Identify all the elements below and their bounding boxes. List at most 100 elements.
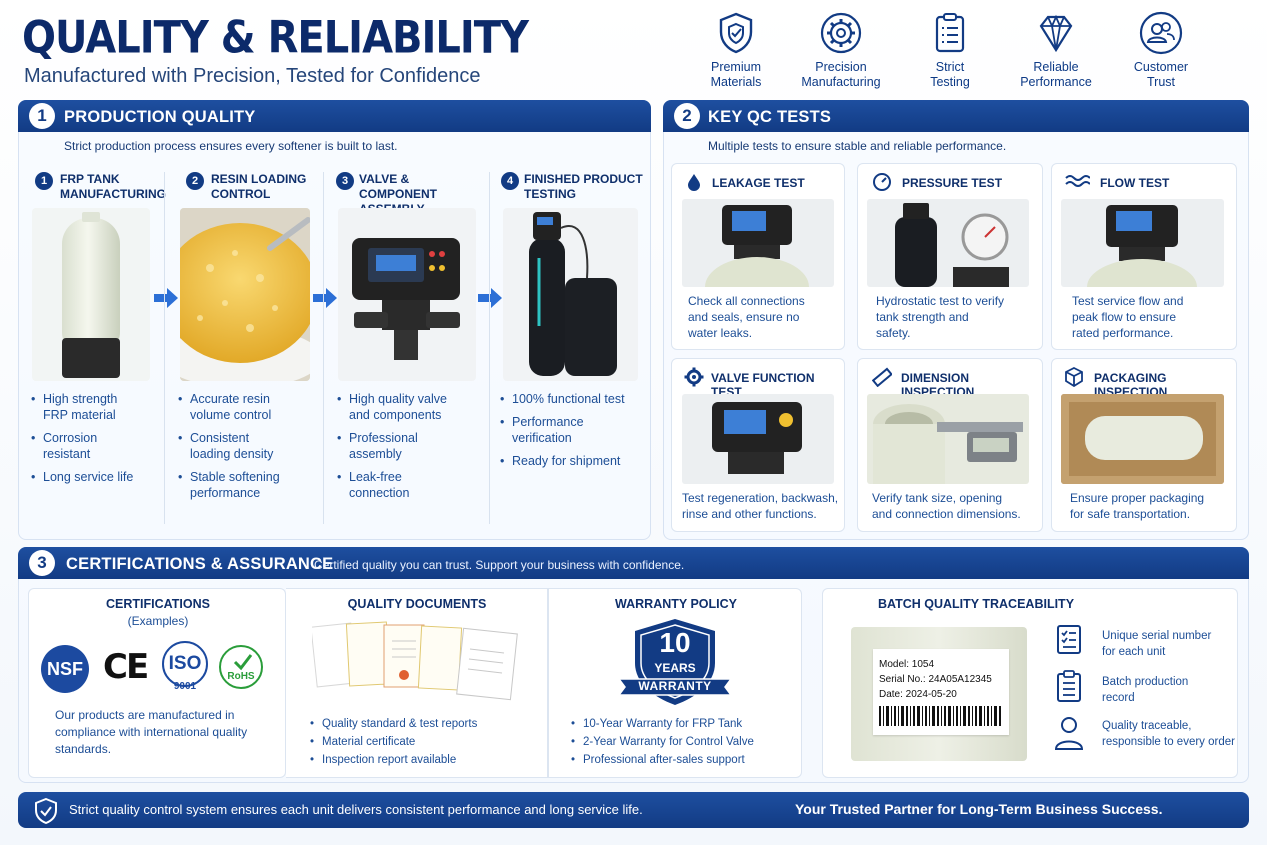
frp-tank-illustration [62,212,120,378]
pressure-test-image [867,199,1029,287]
box-icon [1065,367,1083,387]
water-drop-icon [688,174,700,191]
certifications-header: 3 CERTIFICATIONS & ASSURANCE Certified q… [18,547,1249,579]
step-number: 1 [35,172,53,190]
step-number: 4 [501,172,519,190]
warranty-years: YEARS [654,661,696,675]
packaging-inspection-image [1061,394,1224,484]
production-intro: Strict production process ensures every … [64,139,398,153]
qc-card-title: LEAKAGE TEST [712,176,805,190]
list-item: Ready for shipment [500,453,645,469]
arrow-right-icon [313,288,337,308]
flow-test-image [1061,199,1224,287]
list-item: Professional after-sales support [571,751,803,769]
ruler-icon [872,367,892,387]
diamond-icon [1039,14,1073,53]
gear-icon [684,367,704,387]
step-title: VALVE & COMPONENTASSEMBLY [359,172,437,216]
valve-on-tank-illustration [1087,205,1197,287]
label-serial: Serial No.: 24A05A12345 [879,674,992,685]
valve-image [338,208,476,381]
barcode-icon [879,706,1001,726]
boxed-tank-illustration [1061,394,1224,484]
serial-label: Model: 1054 Serial No.: 24A05A12345 Date… [873,649,1009,735]
card-note: (Examples) [127,614,189,628]
shield-check-icon [35,798,57,824]
production-quality-header: 1 PRODUCTION QUALITY [18,100,651,132]
qc-card-packaging: PACKAGING INSPECTION Ensure proper packa… [1051,358,1237,532]
ce-logo: CE [103,647,149,687]
person-icon [1054,717,1084,750]
valve-on-tank-illustration [705,205,809,287]
gauge-icon [873,173,891,191]
qc-card-title: FLOW TEST [1100,176,1170,190]
checklist-icon [1057,625,1081,654]
arrow-right-icon [154,288,178,308]
users-icon [1139,11,1183,55]
section-title: CERTIFICATIONS & ASSURANCE [66,555,334,573]
label-model: Model: 1054 [879,659,935,670]
trace-item-quality: Quality traceable,responsible to every o… [1102,720,1235,748]
card-title: WARRANTY POLICY [615,597,737,611]
pressure-gauge-illustration [895,203,1009,287]
list-item: Quality standard & test reports [310,715,540,733]
footer-tagline: Your Trusted Partner for Long-Term Busin… [795,801,1163,817]
clipboard-icon [1057,670,1081,702]
warranty-bullets: 10-Year Warranty for FRP Tank 2-Year War… [571,715,803,769]
shield-check-icon [719,12,753,54]
footer-bar: Strict quality control system ensures ea… [18,792,1249,828]
list-item: 2-Year Warranty for Control Valve [571,733,803,751]
caliper-illustration [873,404,1023,484]
step-number: 2 [186,172,204,190]
footer-statement: Strict quality control system ensures ea… [69,802,643,817]
page-title: QUALITY & RELIABILITY [22,12,529,64]
qc-intro: Multiple tests to ensure stable and reli… [708,139,1007,153]
gear-icon [820,12,862,54]
page-subtitle: Manufactured with Precision, Tested for … [24,65,481,87]
section-subtitle: Certified quality you can trust. Support… [314,558,685,572]
list-item: Inspection report available [310,751,540,769]
divider [164,172,165,524]
leakage-test-image [682,199,834,287]
section-title: PRODUCTION QUALITY [64,108,256,126]
rohs-label: RoHS [227,671,255,682]
frp-tank-image [32,208,150,381]
section-number: 1 [29,103,55,129]
qc-card-dimension: DIMENSION INSPECTION Verify tank size, o… [857,358,1043,532]
arrow-right-icon [478,288,502,308]
card-title: CERTIFICATIONS [106,597,210,611]
waves-icon [1065,175,1090,187]
iso-number: 9001 [173,681,197,692]
warranty-badge-icon [617,619,733,705]
step-number: 3 [336,172,354,190]
qc-card-title: PRESSURE TEST [902,176,1003,190]
control-valve-illustration [352,238,460,360]
warranty-number: 10 [659,627,691,658]
divider [489,172,490,524]
section-number: 2 [674,103,700,129]
tank-label-image: Model: 1054 Serial No.: 24A05A12345 Date… [851,627,1027,761]
rohs-logo: RoHS [219,645,263,689]
